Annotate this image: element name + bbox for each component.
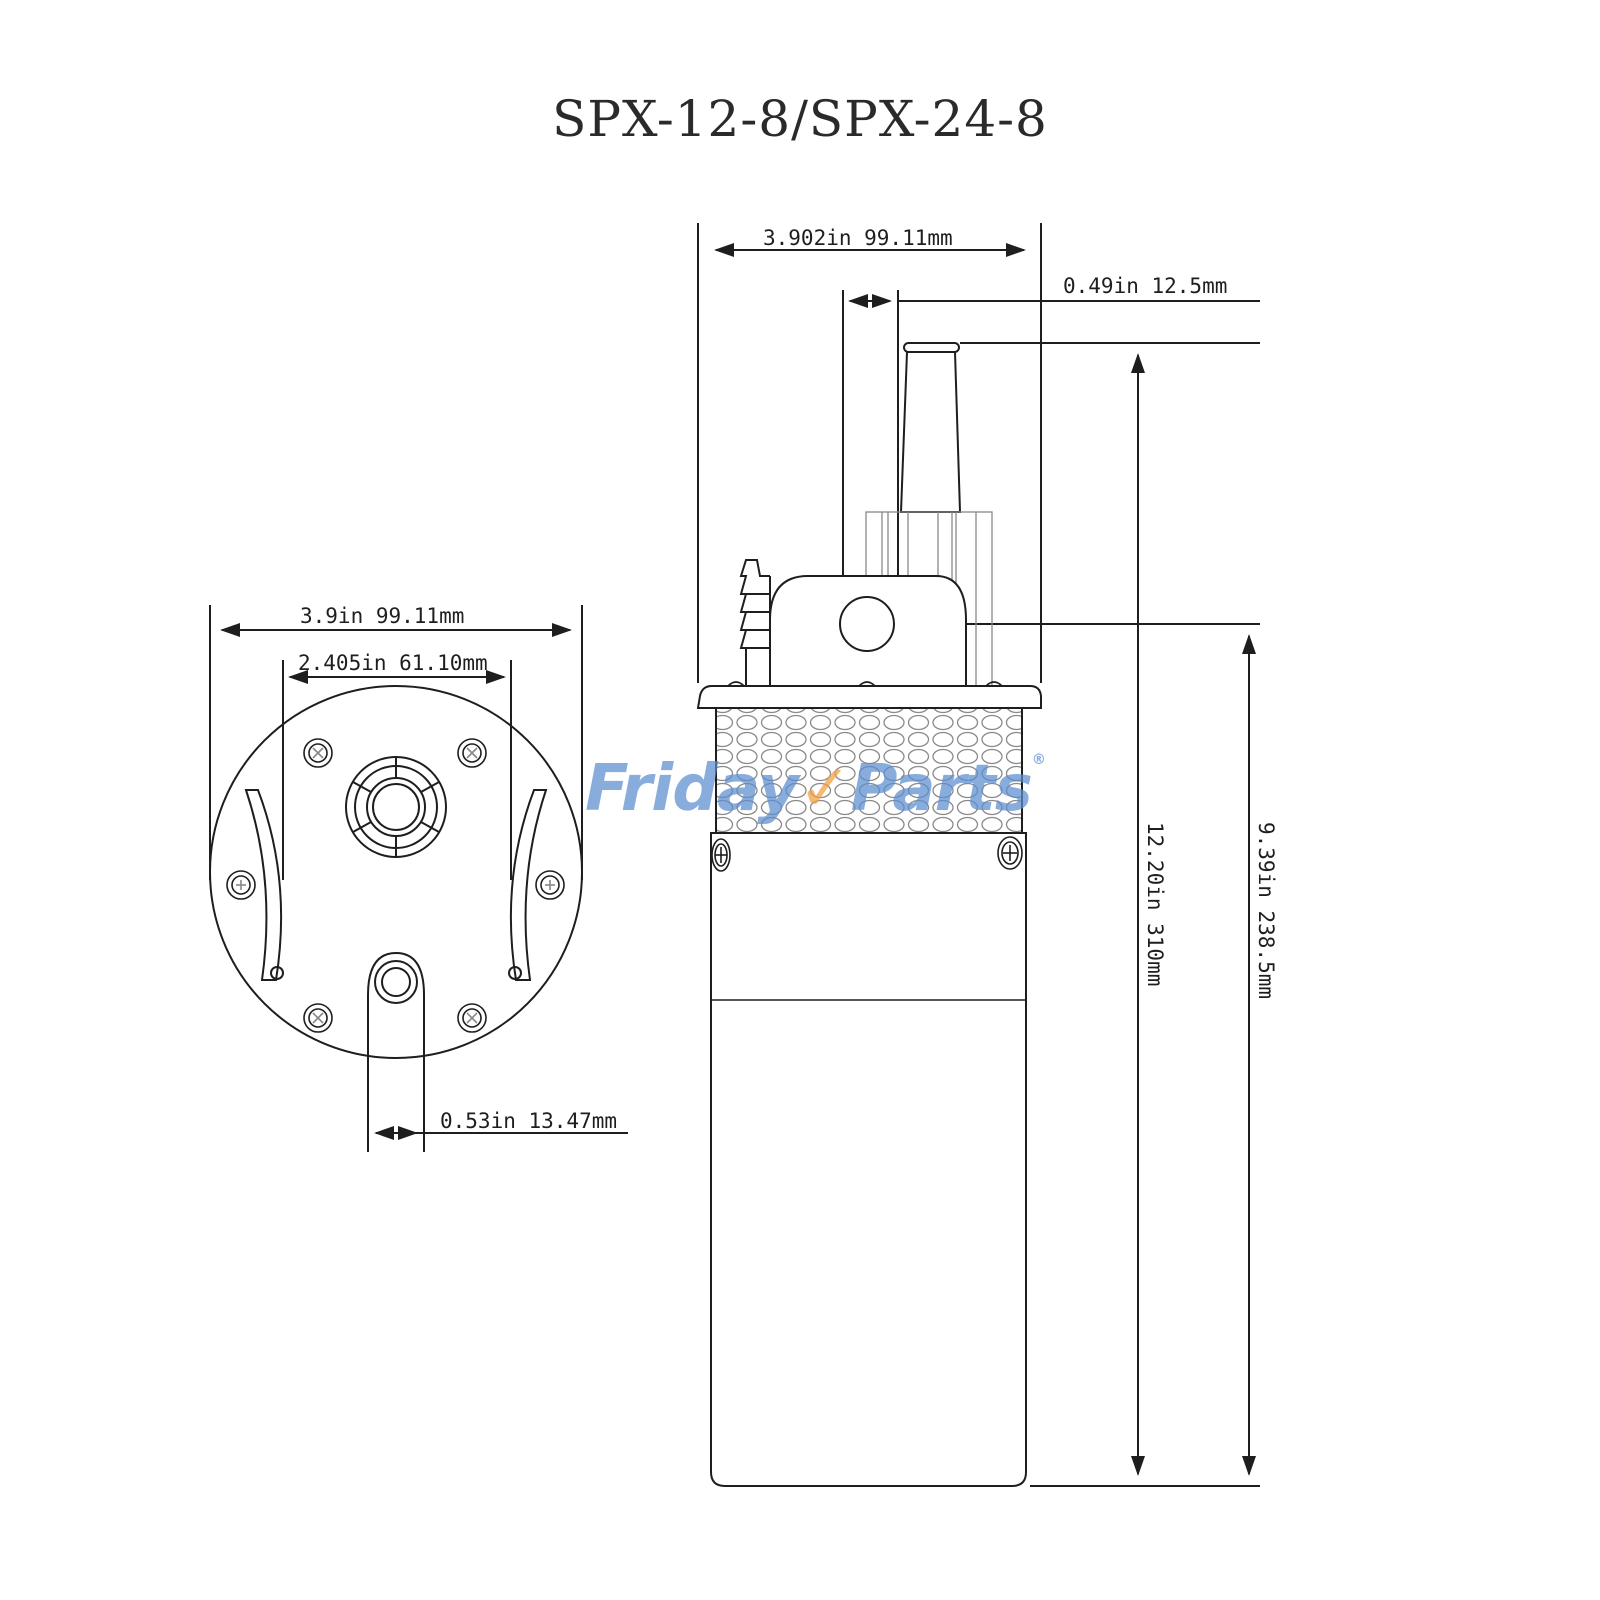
dim-outer-width: 3.9in 99.11mm [300, 604, 464, 628]
outlet-hole [839, 596, 895, 652]
mount-screws [226, 738, 565, 1033]
watermark-logo: Friday✓Parts® [585, 752, 1046, 826]
screw-icon [303, 738, 333, 768]
housing-screw-right [997, 836, 1023, 870]
watermark-text-friday: Friday [585, 752, 799, 826]
screw-icon [226, 870, 256, 900]
curved-slot-left [244, 789, 283, 981]
screw-icon [457, 1003, 487, 1033]
diagram-title: SPX-12-8/SPX-24-8 [552, 90, 1048, 148]
housing-screw-left [711, 838, 731, 872]
watermark-text-parts: Parts [850, 752, 1033, 826]
screw-icon [303, 1003, 333, 1033]
outlet-port [367, 951, 425, 1152]
side-view [696, 223, 1260, 1487]
front-view [209, 605, 628, 1152]
dim-body-width: 3.902in 99.11mm [763, 226, 953, 250]
curved-slot-right [509, 789, 548, 981]
motor-housing [710, 832, 1027, 1487]
dim-inner-width: 2.405in 61.10mm [298, 651, 488, 675]
hose-barb [739, 559, 771, 686]
pump-head [769, 575, 967, 686]
registered-icon: ® [1031, 752, 1046, 768]
pin-hole-left [270, 966, 284, 980]
center-grille [345, 756, 447, 858]
top-rim-plate [696, 685, 1042, 709]
outer-flange [209, 685, 583, 1059]
dim-body-height: 9.39in 238.5mm [1254, 822, 1278, 999]
dim-outlet-width: 0.53in 13.47mm [440, 1109, 617, 1133]
screw-icon [457, 738, 487, 768]
dim-outlet-offset: 0.49in 12.5mm [1063, 274, 1227, 298]
pin-hole-right [508, 966, 522, 980]
watermark-check-icon: ✓ [797, 752, 852, 826]
outlet-nozzle [899, 342, 962, 513]
dim-total-height: 12.20in 310mm [1143, 822, 1167, 986]
screw-icon [535, 870, 565, 900]
